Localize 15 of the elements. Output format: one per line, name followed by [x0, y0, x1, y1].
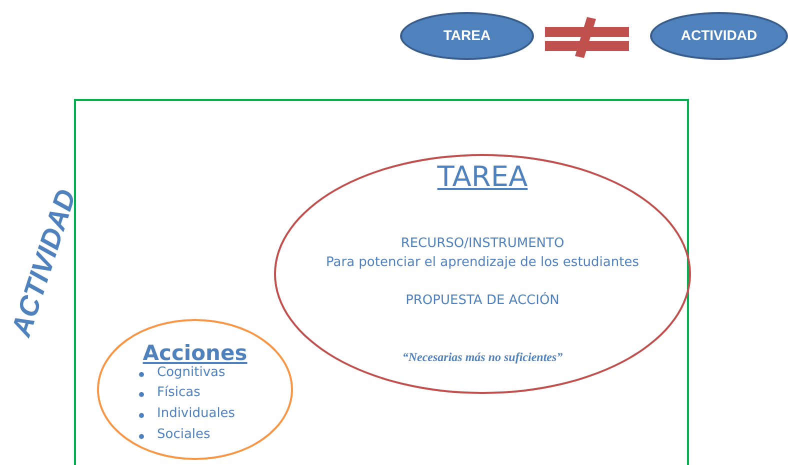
ellipse-node: [274, 154, 691, 394]
heading: Acciones: [142, 341, 248, 365]
oval-label: ACTIVIDAD: [680, 27, 758, 43]
heading: TAREA: [436, 160, 529, 193]
body-text: PROPUESTA DE ACCIÓN: [404, 293, 560, 308]
quote-text: “Necesarias más no suficientes”: [401, 350, 564, 365]
oval-label: TAREA: [442, 27, 492, 43]
list-item: Individuales: [157, 406, 236, 421]
body-text: Para potenciar el aprendizaje de los estudiantes: [325, 255, 640, 270]
oval-node: [650, 12, 788, 60]
body-text: RECURSO/INSTRUMENTO: [400, 236, 566, 251]
list-item: Físicas: [157, 385, 200, 400]
list-item: Sociales: [157, 427, 210, 442]
list-item: Cognitivas: [157, 365, 226, 380]
ellipse-node: [97, 319, 293, 460]
